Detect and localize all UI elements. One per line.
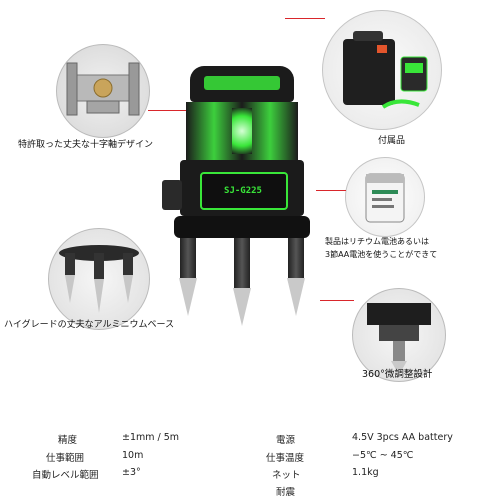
cross-axis-detail-image: [56, 44, 150, 138]
carrying-case-icon: [343, 31, 428, 109]
spec-weight-value: 1.1kg: [352, 467, 379, 478]
side-battery-knob: [162, 180, 182, 210]
callout-line-fine-adjust: [320, 300, 354, 301]
leg-2: [234, 238, 250, 288]
tripod-base-icon: [59, 245, 139, 313]
callout-line-patent: [148, 110, 208, 111]
accessories-label: 付属品: [378, 136, 406, 146]
callout-line-battery: [316, 190, 346, 191]
adjust-knob-icon: [367, 303, 431, 375]
spec-range-value: 10m: [122, 450, 144, 461]
model-number: SJ-G225: [224, 186, 262, 196]
aluminium-base-image: [48, 228, 150, 330]
laser-emitter-center: [232, 108, 252, 154]
callout-line-accessories: [285, 18, 325, 19]
spec-power-label: 電源: [276, 435, 296, 446]
spec-autolevel-label: 自動レベル範囲: [32, 470, 99, 481]
spec-autolevel-value: ±3°: [122, 467, 141, 478]
spec-temp-label: 仕事温度: [266, 453, 305, 464]
leg-1: [180, 238, 196, 278]
laser-level-product: SJ-G225: [150, 62, 330, 352]
fine-adjust-image: [352, 288, 446, 382]
cross-axis-mechanism-icon: [66, 62, 140, 116]
aluminium-base-label: ハイグレードの丈夫なアルミニウムベース: [4, 320, 175, 330]
spec-accuracy-value: ±1mm / 5m: [122, 432, 180, 443]
patent-design-label: 特許取った丈夫な十字軸デザイン: [18, 140, 154, 150]
model-plate: [200, 172, 288, 210]
spec-shockproof-label: 耐震: [276, 487, 296, 498]
fine-adjust-label: 360°微調整設計: [362, 369, 433, 380]
foot-2: [233, 288, 251, 326]
battery-label-line1: 製品はリチウム電池あるいは: [325, 237, 429, 246]
leg-3: [288, 238, 304, 278]
spec-weight-label: ネット: [272, 470, 301, 481]
accessories-image: [322, 10, 442, 130]
spec-power-value: 4.5V 3pcs AA battery: [352, 432, 453, 443]
base-ring: [174, 216, 310, 238]
battery-icon: [365, 173, 405, 223]
battery-image: [345, 157, 425, 237]
laser-top-window: [204, 76, 280, 90]
foot-3: [287, 278, 305, 316]
spec-accuracy-label: 精度: [58, 435, 78, 446]
spec-temp-value: −5℃ ~ 45℃: [352, 450, 414, 461]
spec-range-label: 仕事範囲: [46, 453, 85, 464]
battery-label-line2: 3節AA電池を使うことができて: [325, 250, 438, 259]
foot-1: [179, 278, 197, 316]
